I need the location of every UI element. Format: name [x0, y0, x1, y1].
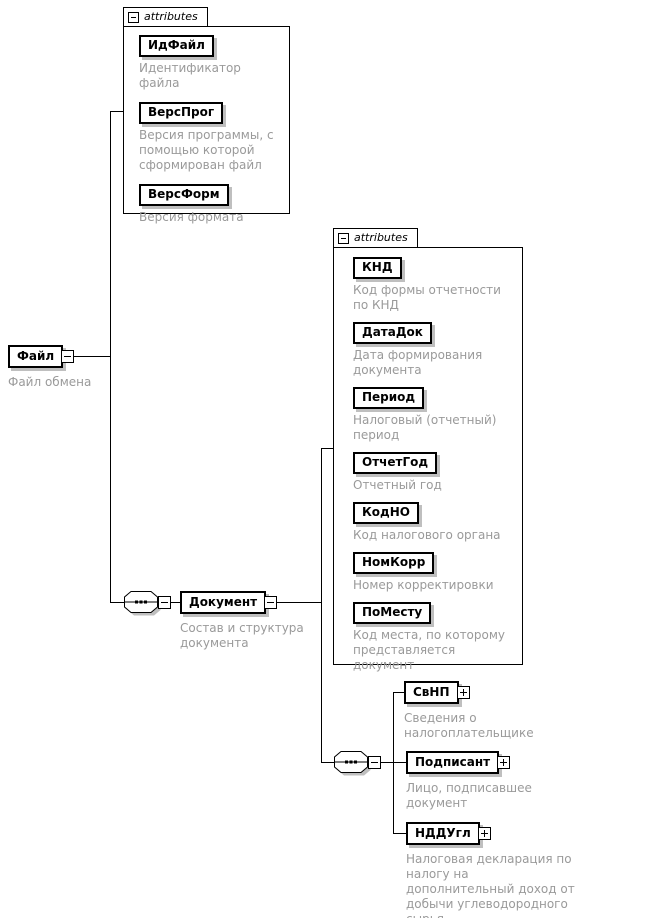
attribute-datadok: ДатаДок Дата формирования документа — [353, 321, 522, 378]
attribute-kodno: КодНО Код налогового органа — [353, 501, 522, 543]
attribute-name-box[interactable]: НомКорр — [353, 552, 435, 574]
connector-line — [110, 111, 111, 603]
attribute-versprog: ВерсПрог Версия программы, с помощью кот… — [139, 101, 289, 173]
element-annotation: Налоговая декларация по налогу на дополн… — [406, 852, 575, 918]
collapse-toggle-icon[interactable] — [338, 232, 349, 244]
attributes-tab: attributes — [123, 7, 208, 27]
element-document: Документ Состав и структура документа — [180, 591, 310, 651]
collapse-toggle-icon[interactable] — [158, 596, 171, 609]
attribute-name-box[interactable]: Период — [353, 387, 425, 409]
expand-toggle-icon[interactable] — [456, 686, 470, 699]
connector-line — [393, 692, 408, 693]
file-attributes-body: ИдФайл Идентификатор файла ВерсПрог Верс… — [123, 26, 290, 224]
element-name-box[interactable]: Файл — [8, 345, 64, 368]
element-svnp: СвНП Сведения о налогоплательщике — [404, 681, 544, 741]
element-annotation: Состав и структура документа — [180, 621, 304, 650]
sequence-connector — [124, 591, 171, 617]
attribute-annotation: Версия программы, с помощью которой сфор… — [139, 128, 274, 172]
connector-line — [393, 692, 394, 834]
element-podpisant: Подписант Лицо, подписавшее документ — [406, 751, 541, 811]
attribute-annotation: Налоговый (отчетный) период — [353, 413, 497, 442]
sequence-connector — [334, 751, 381, 777]
connector-line — [321, 762, 337, 763]
attributes-tab-label: attributes — [354, 231, 408, 244]
collapse-toggle-icon[interactable] — [264, 596, 278, 609]
attributes-tab: attributes — [333, 228, 418, 248]
connector-line — [58, 356, 111, 357]
attribute-name-box[interactable]: ОтчетГод — [353, 452, 438, 474]
element-name-box[interactable]: Документ — [180, 591, 267, 614]
element-name-box[interactable]: Подписант — [406, 751, 500, 774]
collapse-toggle-icon[interactable] — [61, 350, 75, 363]
attribute-idfile: ИдФайл Идентификатор файла — [139, 34, 289, 91]
attribute-annotation: Версия формата — [139, 210, 244, 224]
element-name-box[interactable]: СвНП — [404, 681, 459, 704]
element-file: Файл Файл обмена — [8, 345, 118, 390]
attribute-annotation: Номер корректировки — [353, 578, 494, 592]
element-name-box[interactable]: НДДУгл — [406, 822, 480, 845]
attribute-annotation: Код места, по которому представляется до… — [353, 628, 506, 672]
attribute-annotation: Идентификатор файла — [139, 61, 241, 90]
attribute-name-box[interactable]: ДатаДок — [353, 322, 432, 344]
element-annotation: Лицо, подписавшее документ — [406, 781, 532, 810]
collapse-toggle-icon[interactable] — [128, 11, 139, 23]
attribute-name-box[interactable]: ВерсПрог — [139, 102, 224, 124]
document-attributes-body: КНД Код формы отчетности по КНД ДатаДок … — [333, 247, 523, 672]
element-annotation: Файл обмена — [8, 375, 92, 389]
attribute-annotation: Код формы отчетности по КНД — [353, 283, 501, 312]
attribute-name-box[interactable]: ПоМесту — [353, 602, 432, 624]
attribute-name-box[interactable]: КодНО — [353, 502, 419, 524]
element-annotation: Сведения о налогоплательщике — [404, 711, 534, 740]
element-ndd-ugl: НДДУгл Налоговая декларация по налогу на… — [406, 822, 576, 918]
attribute-pomestu: ПоМесту Код места, по которому представл… — [353, 601, 522, 673]
sequence-icon — [334, 751, 371, 776]
expand-toggle-icon[interactable] — [477, 827, 491, 840]
connector-line — [110, 111, 126, 112]
sequence-icon — [124, 591, 161, 616]
attribute-knd: КНД Код формы отчетности по КНД — [353, 256, 522, 313]
attribute-name-box[interactable]: ИдФайл — [139, 35, 214, 57]
attribute-nomkorr: НомКорр Номер корректировки — [353, 551, 522, 593]
attribute-name-box[interactable]: ВерсФорм — [139, 184, 229, 206]
attribute-otchetgod: ОтчетГод Отчетный год — [353, 451, 522, 493]
connector-line — [393, 833, 410, 834]
collapse-toggle-icon[interactable] — [368, 756, 381, 769]
expand-toggle-icon[interactable] — [497, 756, 511, 769]
connector-line — [372, 762, 410, 763]
attributes-tab-label: attributes — [144, 10, 198, 23]
connector-line — [321, 448, 335, 449]
connector-line — [321, 448, 322, 763]
attribute-versform: ВерсФорм Версия формата — [139, 183, 289, 225]
attribute-annotation: Отчетный год — [353, 478, 442, 492]
attribute-period: Период Налоговый (отчетный) период — [353, 386, 522, 443]
attribute-name-box[interactable]: КНД — [353, 257, 402, 279]
connector-line — [255, 602, 322, 603]
attribute-annotation: Код налогового органа — [353, 528, 501, 542]
attribute-annotation: Дата формирования документа — [353, 348, 483, 377]
connector-line — [110, 602, 132, 603]
